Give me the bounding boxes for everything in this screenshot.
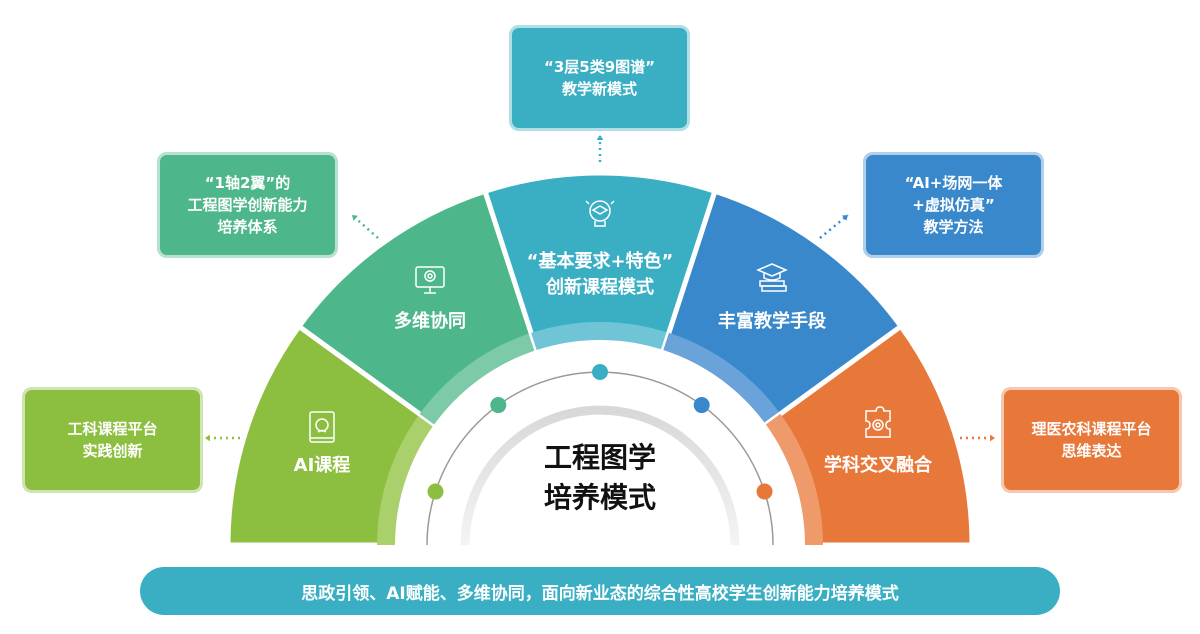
segment-label-interdisciplinary: 学科交叉融合 [824, 455, 932, 476]
box-line: “3层5类9图谱” [543, 58, 656, 76]
segment-inner-band-teaching-means [663, 332, 781, 425]
segment-label-line2: 创新课程模式 [546, 277, 654, 298]
segment-label-multi-collab: 多维协同 [394, 311, 466, 332]
arrowhead-icon [352, 215, 358, 221]
arrowhead-icon [596, 135, 604, 140]
box-line: 培养体系 [217, 218, 278, 236]
segment-label-innovative-course: “基本要求+特色” 创新课程模式 [527, 249, 674, 301]
box-engineering-course-platform: 工科课程平台 实践创新 [22, 387, 203, 493]
segment-inner-band-multi-collab [419, 332, 537, 425]
segment-label-ai-course: AI课程 [293, 455, 351, 476]
orbit-dot-teaching-means [693, 397, 710, 414]
box-science-medicine-agri-platform: 理医农科课程平台 思维表达 [1001, 387, 1182, 493]
book-head-icon [309, 411, 335, 443]
dotted-arrow-multi-collab [351, 214, 379, 239]
segment-interdisciplinary [763, 323, 975, 548]
box-line: +虚拟仿真” [912, 196, 995, 214]
box-one-axis-two-wings: “1轴2翼”的 工程图学创新能力 培养体系 [157, 152, 338, 258]
arrowhead-icon [842, 215, 848, 221]
box-line: 教学方法 [923, 218, 984, 236]
segment-inner-band-innovative-course [531, 322, 669, 351]
arrowhead-icon [990, 434, 995, 442]
box-line: 思维表达 [1061, 442, 1122, 460]
segment-inner-band-ai-course [377, 413, 435, 545]
inner-gray-arc [460, 405, 740, 546]
box-line: “1轴2翼”的 [204, 174, 291, 192]
dotted-arrow-teaching-means [819, 214, 849, 239]
box-line: “AI+场网一体 [904, 174, 1003, 192]
segment-label-line1: “基本要求+特色” [526, 251, 674, 272]
box-line: 理医农科课程平台 [1031, 420, 1152, 438]
puzzle-gear-icon [865, 406, 891, 438]
box-teaching-method: “AI+场网一体 +虚拟仿真” 教学方法 [863, 152, 1044, 258]
orbit-dot-interdisciplinary [756, 483, 773, 500]
segment-label-teaching-means: 丰富教学手段 [718, 311, 826, 332]
box-line: 工科课程平台 [67, 420, 158, 438]
lightbulb-cap-icon [585, 200, 615, 227]
summary-banner: 思政引领、AI赋能、多维协同，面向新业态的综合性高校学生创新能力培养模式 [140, 567, 1060, 615]
box-line: 教学新模式 [561, 80, 637, 98]
orbit-dot-multi-collab [490, 397, 507, 414]
center-title: 工程图学 培养模式 [544, 438, 656, 518]
center-title-line2: 培养模式 [543, 481, 657, 514]
center-title-line1: 工程图学 [543, 441, 657, 474]
orbit-dot-ai-course [427, 483, 444, 500]
arrowhead-icon [205, 434, 210, 442]
box-line: 实践创新 [82, 442, 143, 460]
box-new-teaching-mode: “3层5类9图谱” 教学新模式 [509, 25, 690, 131]
box-line: 工程图学创新能力 [187, 196, 308, 214]
segment-inner-band-interdisciplinary [765, 413, 823, 545]
orbit-dot-innovative-course [592, 364, 608, 380]
graduation-books-icon [756, 263, 788, 292]
monitor-gear-icon [415, 266, 445, 294]
